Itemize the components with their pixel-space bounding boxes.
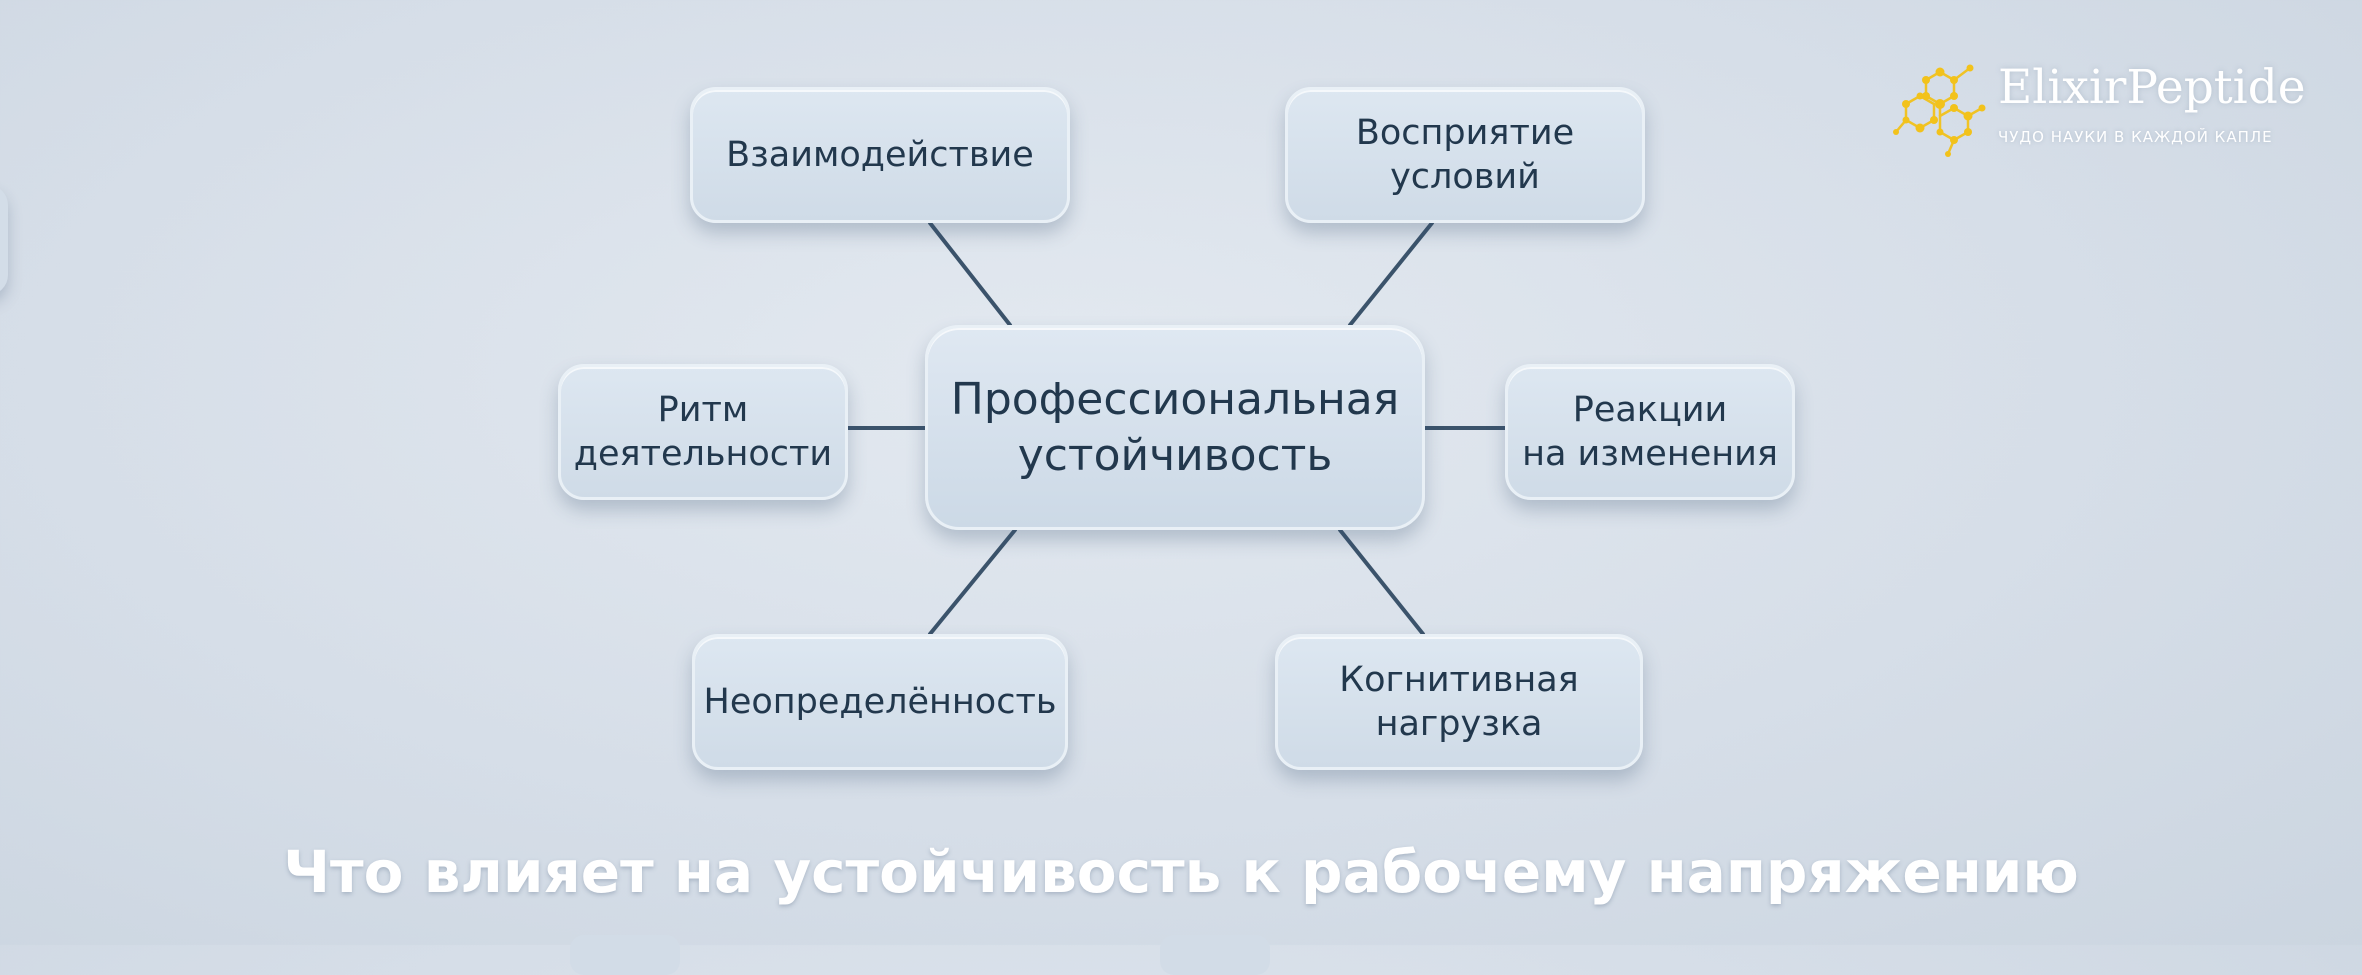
node-label: Ритм <box>657 390 749 430</box>
connector-bot-left <box>928 528 1017 636</box>
center-node: Профессиональная устойчивость <box>925 325 1425 530</box>
molecule-icon <box>1893 64 1986 157</box>
page-headline: Что влияет на устойчивость к рабочему на… <box>283 838 2079 906</box>
node-interaction: Взаимодействие <box>690 87 1070 223</box>
connector-lines <box>846 221 1507 636</box>
connector-bot-right <box>1338 528 1425 636</box>
node-rhythm: Ритм деятельности <box>558 364 848 500</box>
diagram-canvas: Профессиональная устойчивость Взаимодейс… <box>0 87 1795 975</box>
node-label: деятельности <box>573 434 833 474</box>
brand-logo: ElixirPeptide ЧУДО НАУКИ В КАЖДОЙ КАПЛЕ <box>1888 52 2308 162</box>
node-uncertainty: Неопределённость <box>692 634 1068 770</box>
connector-top-right <box>1348 221 1434 327</box>
center-node-line2: устойчивость <box>1017 429 1333 481</box>
node-reactions: Реакции на изменения <box>1505 364 1795 500</box>
node-label: Когнитивная <box>1339 660 1579 700</box>
node-label: Восприятие <box>1355 113 1575 153</box>
brand-name: ElixirPeptide <box>1998 60 2306 115</box>
node-label: Взаимодействие <box>726 135 1034 175</box>
node-label: нагрузка <box>1375 704 1543 744</box>
node-label: Неопределённость <box>703 682 1057 722</box>
node-cognitive-load: Когнитивная нагрузка <box>1275 634 1643 770</box>
node-label: на изменения <box>1522 434 1778 474</box>
edge-partial-block <box>0 185 8 295</box>
brand-tagline: ЧУДО НАУКИ В КАЖДОЙ КАПЛЕ <box>1998 128 2273 146</box>
node-label: условий <box>1390 157 1540 197</box>
node-label: Реакции <box>1572 390 1728 430</box>
node-perception: Восприятие условий <box>1285 87 1645 223</box>
connector-top-left <box>928 221 1012 327</box>
center-node-line1: Профессиональная <box>950 373 1400 425</box>
